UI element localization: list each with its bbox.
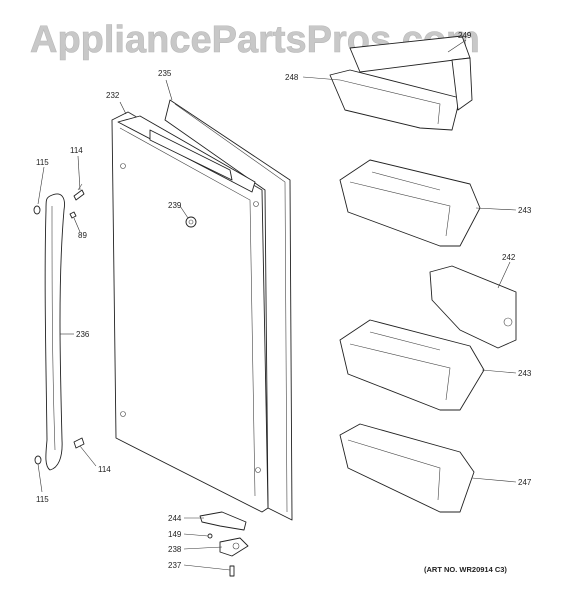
callout-247: 247 (518, 478, 532, 487)
screw-115-bottom-icon (34, 455, 42, 465)
door-bin-248 (329, 35, 473, 131)
callout-238: 238 (168, 545, 182, 554)
screw-114-bottom-icon (73, 437, 85, 449)
callout-242: 242 (502, 253, 516, 262)
callout-235: 235 (158, 69, 172, 78)
screw-149-icon (207, 533, 213, 539)
callout-115-bottom: 115 (36, 495, 49, 504)
callout-248: 248 (285, 73, 299, 82)
callout-149: 149 (168, 530, 182, 539)
callout-239: 239 (168, 201, 182, 210)
callout-114-top: 114 (70, 146, 83, 155)
door-bin-243-bottom (339, 319, 485, 411)
callout-236: 236 (76, 330, 90, 339)
watermark-text: AppliancePartsPros.com (30, 19, 480, 61)
screw-237-icon (229, 565, 235, 577)
door-panel (111, 99, 293, 521)
art-number: (ART NO. WR20914 C3) (424, 565, 507, 574)
door-bin-242 (429, 265, 517, 349)
callout-249: 249 (458, 31, 472, 40)
callout-244: 244 (168, 514, 182, 523)
screw-114-top-icon (73, 183, 85, 201)
callout-114-bottom: 114 (98, 465, 111, 474)
hinge-244 (199, 511, 247, 531)
plug-239-icon (185, 216, 197, 228)
hinge-238 (219, 537, 249, 557)
callout-237: 237 (168, 561, 182, 570)
screw-115-top-icon (33, 205, 41, 215)
door-bin-247 (339, 423, 475, 513)
leader-lines (37, 39, 517, 571)
door-bin-243-top (339, 159, 481, 247)
callout-115-top: 115 (36, 158, 49, 167)
door-handle (44, 193, 65, 471)
callout-243-top: 243 (518, 206, 532, 215)
screw-89-icon (69, 211, 77, 219)
callout-243-bottom: 243 (518, 369, 532, 378)
callout-232: 232 (106, 91, 120, 100)
callout-89: 89 (78, 231, 87, 240)
